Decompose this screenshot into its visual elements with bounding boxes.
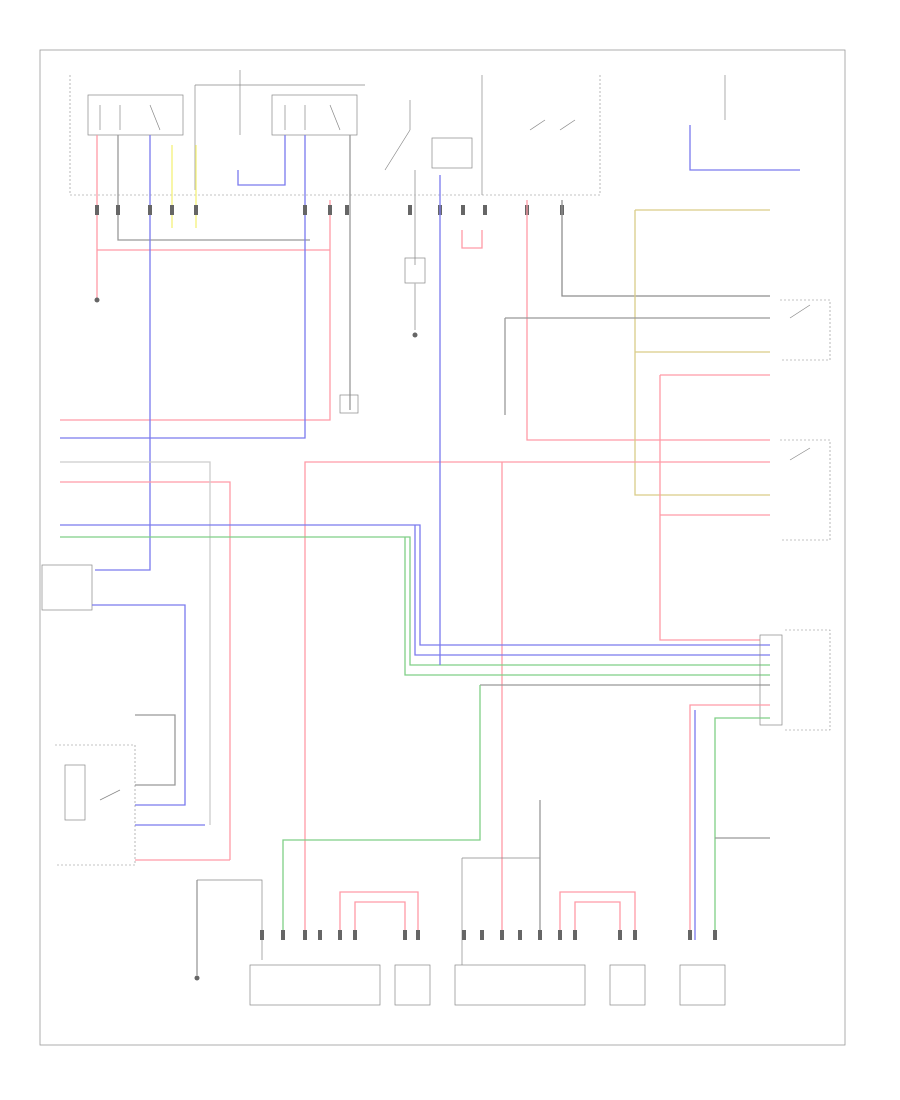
motor-left [249, 685, 481, 1006]
bus-wires [60, 175, 770, 686]
center-wires [339, 135, 770, 441]
fuse-relay-block [69, 70, 601, 196]
diagram-frame [39, 49, 846, 1046]
center-red-feed [60, 461, 770, 940]
top-right-feed [689, 75, 800, 171]
bottom-connector-pins [260, 930, 717, 940]
top-connector-pins [95, 205, 564, 215]
control-unit [689, 629, 831, 940]
left-relay-wires [60, 135, 331, 571]
bottom-left-ground [194, 879, 263, 981]
sensor-right [609, 964, 646, 1006]
sensor-left [394, 964, 431, 1006]
sensor-far-right [679, 964, 726, 1006]
left-control-panel [55, 744, 230, 866]
motor-right [454, 800, 636, 1006]
relay-block-center [271, 94, 358, 136]
left-sensor-unit [41, 564, 186, 806]
right-relays [504, 209, 831, 641]
relay-block-left [87, 94, 184, 136]
